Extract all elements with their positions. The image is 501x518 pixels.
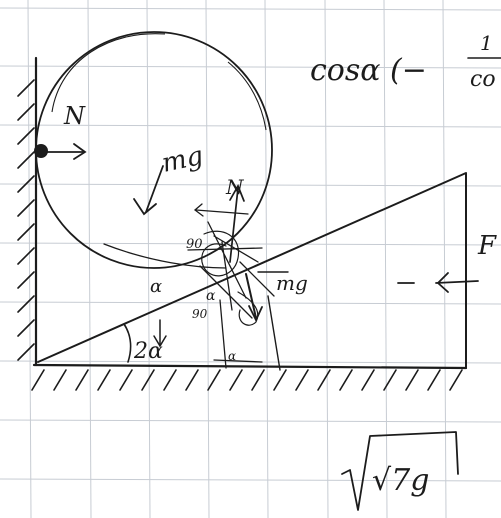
wall-hatch-line	[17, 295, 35, 313]
small-gravity-label: mg	[276, 271, 308, 295]
scribble-label-90: 90	[186, 237, 203, 252]
formula-fraction: 1 co	[467, 31, 501, 92]
wall-hatching	[17, 79, 35, 361]
applied-force-arrow	[397, 272, 479, 293]
formula-top: cosα (−	[310, 53, 427, 88]
wall-hatch-line	[17, 343, 35, 361]
floor-hatching	[31, 369, 463, 391]
floor-hatch-line	[449, 369, 463, 391]
scribble-label-alpha2: α	[206, 288, 216, 304]
grid-horizontal-line	[0, 478, 501, 482]
grid-horizontal-line	[0, 301, 501, 305]
scribble-label-alpha: α	[228, 349, 236, 363]
wall-hatch-line	[17, 199, 35, 217]
incline-normal-label: N	[225, 175, 245, 199]
grid-horizontal-line	[0, 124, 501, 128]
wall-normal-label: N	[63, 102, 86, 130]
grid-vertical-line	[383, 0, 388, 518]
gravity-arrow	[133, 165, 164, 216]
floor-hatch-line	[339, 369, 353, 391]
root-formula-text: √7g	[372, 463, 429, 498]
floor-hatch-line	[427, 369, 441, 391]
wall-hatch-line	[17, 319, 35, 337]
wall-hatch-line	[17, 127, 35, 145]
grid-vertical-line	[442, 0, 447, 518]
grid-horizontal-line	[0, 419, 501, 423]
grid-vertical-line	[27, 0, 32, 518]
wall-hatch-line	[17, 175, 35, 193]
floor-hatch-line	[141, 369, 155, 391]
grid-vertical-line	[264, 0, 269, 518]
wall-hatch-line	[17, 271, 35, 289]
floor-hatch-line	[53, 369, 67, 391]
grid-horizontal-line	[0, 183, 501, 187]
small-angle-label: α	[150, 276, 162, 297]
floor-hatch-line	[295, 369, 309, 391]
incline-wedge	[37, 172, 467, 369]
wall-normal-force	[34, 143, 87, 160]
floor-hatch-line	[75, 369, 89, 391]
scribble-label-90a: 90	[192, 307, 208, 321]
gravity-label: mg	[159, 141, 206, 179]
floor	[31, 363, 468, 391]
floor-hatch-line	[383, 369, 397, 391]
wall-hatch-line	[17, 247, 35, 265]
grid-horizontal-line	[0, 7, 501, 11]
floor-hatch-line	[97, 369, 111, 391]
floor-hatch-line	[361, 369, 375, 391]
grid-vertical-line	[205, 0, 210, 518]
grid-vertical-line	[146, 0, 151, 518]
floor-hatch-line	[31, 369, 45, 391]
base-angle-label: 2α	[133, 339, 163, 364]
wall-hatch-line	[17, 223, 35, 241]
floor-hatch-line	[317, 369, 331, 391]
grid-vertical-line	[87, 0, 92, 518]
grid-vertical-line	[324, 0, 329, 518]
wall-hatch-line	[17, 103, 35, 121]
root-formula	[341, 431, 459, 511]
floor-hatch-line	[163, 369, 177, 391]
grid-horizontal-line	[0, 242, 501, 246]
base-angle-arc	[123, 319, 167, 363]
floor-hatch-line	[251, 369, 265, 391]
floor-hatch-line	[405, 369, 419, 391]
floor-hatch-line	[273, 369, 287, 391]
floor-hatch-line	[119, 369, 133, 391]
wall	[17, 56, 38, 367]
floor-hatch-line	[229, 369, 243, 391]
grid-horizontal-line	[0, 65, 501, 69]
applied-force-label: F	[477, 231, 497, 261]
floor-hatch-line	[207, 369, 221, 391]
floor-hatch-line	[185, 369, 199, 391]
contact-point-scribbles: 90 90 α α	[103, 184, 289, 371]
formula-denominator: co	[470, 67, 496, 92]
wall-hatch-line	[17, 151, 35, 169]
wall-hatch-line	[17, 79, 35, 97]
formula-numerator: 1	[480, 31, 493, 55]
